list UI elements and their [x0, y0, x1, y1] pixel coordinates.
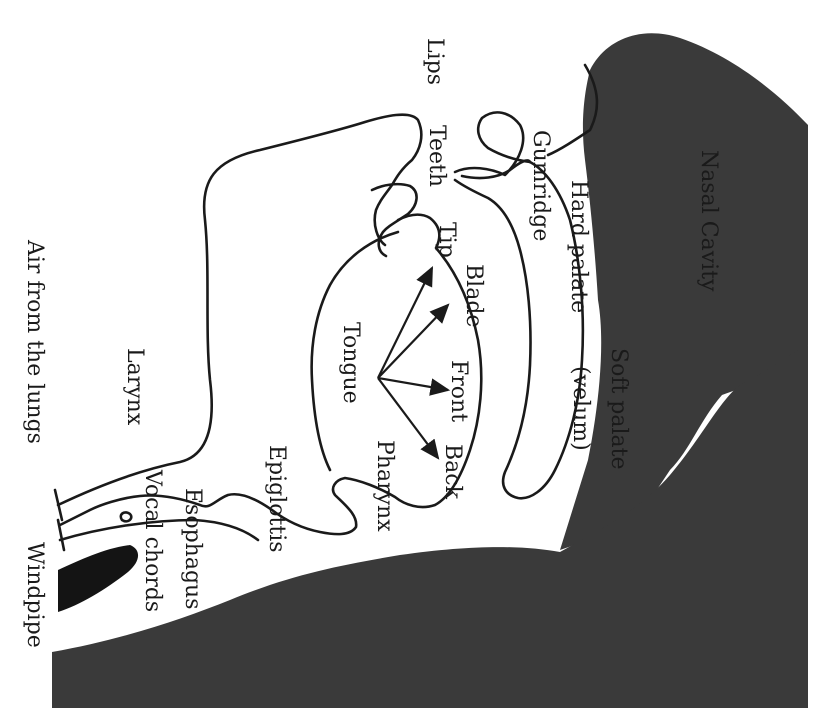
- vocal-chord-mark: [121, 512, 131, 521]
- label-gumridge: Gumridge: [528, 130, 553, 241]
- arrow-front: [378, 378, 448, 390]
- label-epiglottis: Epiglottis: [264, 445, 289, 553]
- label-soft-palate: Soft palate: [606, 348, 631, 470]
- label-esophagus: Esophagus: [180, 488, 205, 610]
- arrow-blade: [378, 305, 448, 378]
- label-lips: Lips: [422, 38, 447, 85]
- label-windpipe: Windpipe: [22, 542, 47, 648]
- label-back: Back: [440, 444, 465, 500]
- label-hard-palate: Hard palate: [566, 180, 591, 313]
- windpipe-shape: [58, 545, 138, 612]
- label-larynx: Larynx: [122, 348, 147, 426]
- arrow-tip: [378, 268, 432, 378]
- label-nasal-cavity: Nasal Cavity: [696, 150, 721, 292]
- label-vocal-chords: Vocal chords: [140, 469, 165, 612]
- upper-lip-teeth-outline: [372, 184, 417, 256]
- label-air-from-lungs: Air from the lungs: [22, 239, 47, 444]
- label-blade: Blade: [461, 264, 486, 327]
- label-teeth: Teeth: [424, 125, 449, 187]
- label-velum: (velum): [568, 366, 593, 451]
- label-front: Front: [446, 360, 471, 422]
- face-outline: [58, 115, 421, 505]
- label-tip: Tip: [434, 222, 459, 258]
- label-tongue: Tongue: [338, 322, 363, 404]
- label-pharynx: Pharynx: [372, 440, 397, 532]
